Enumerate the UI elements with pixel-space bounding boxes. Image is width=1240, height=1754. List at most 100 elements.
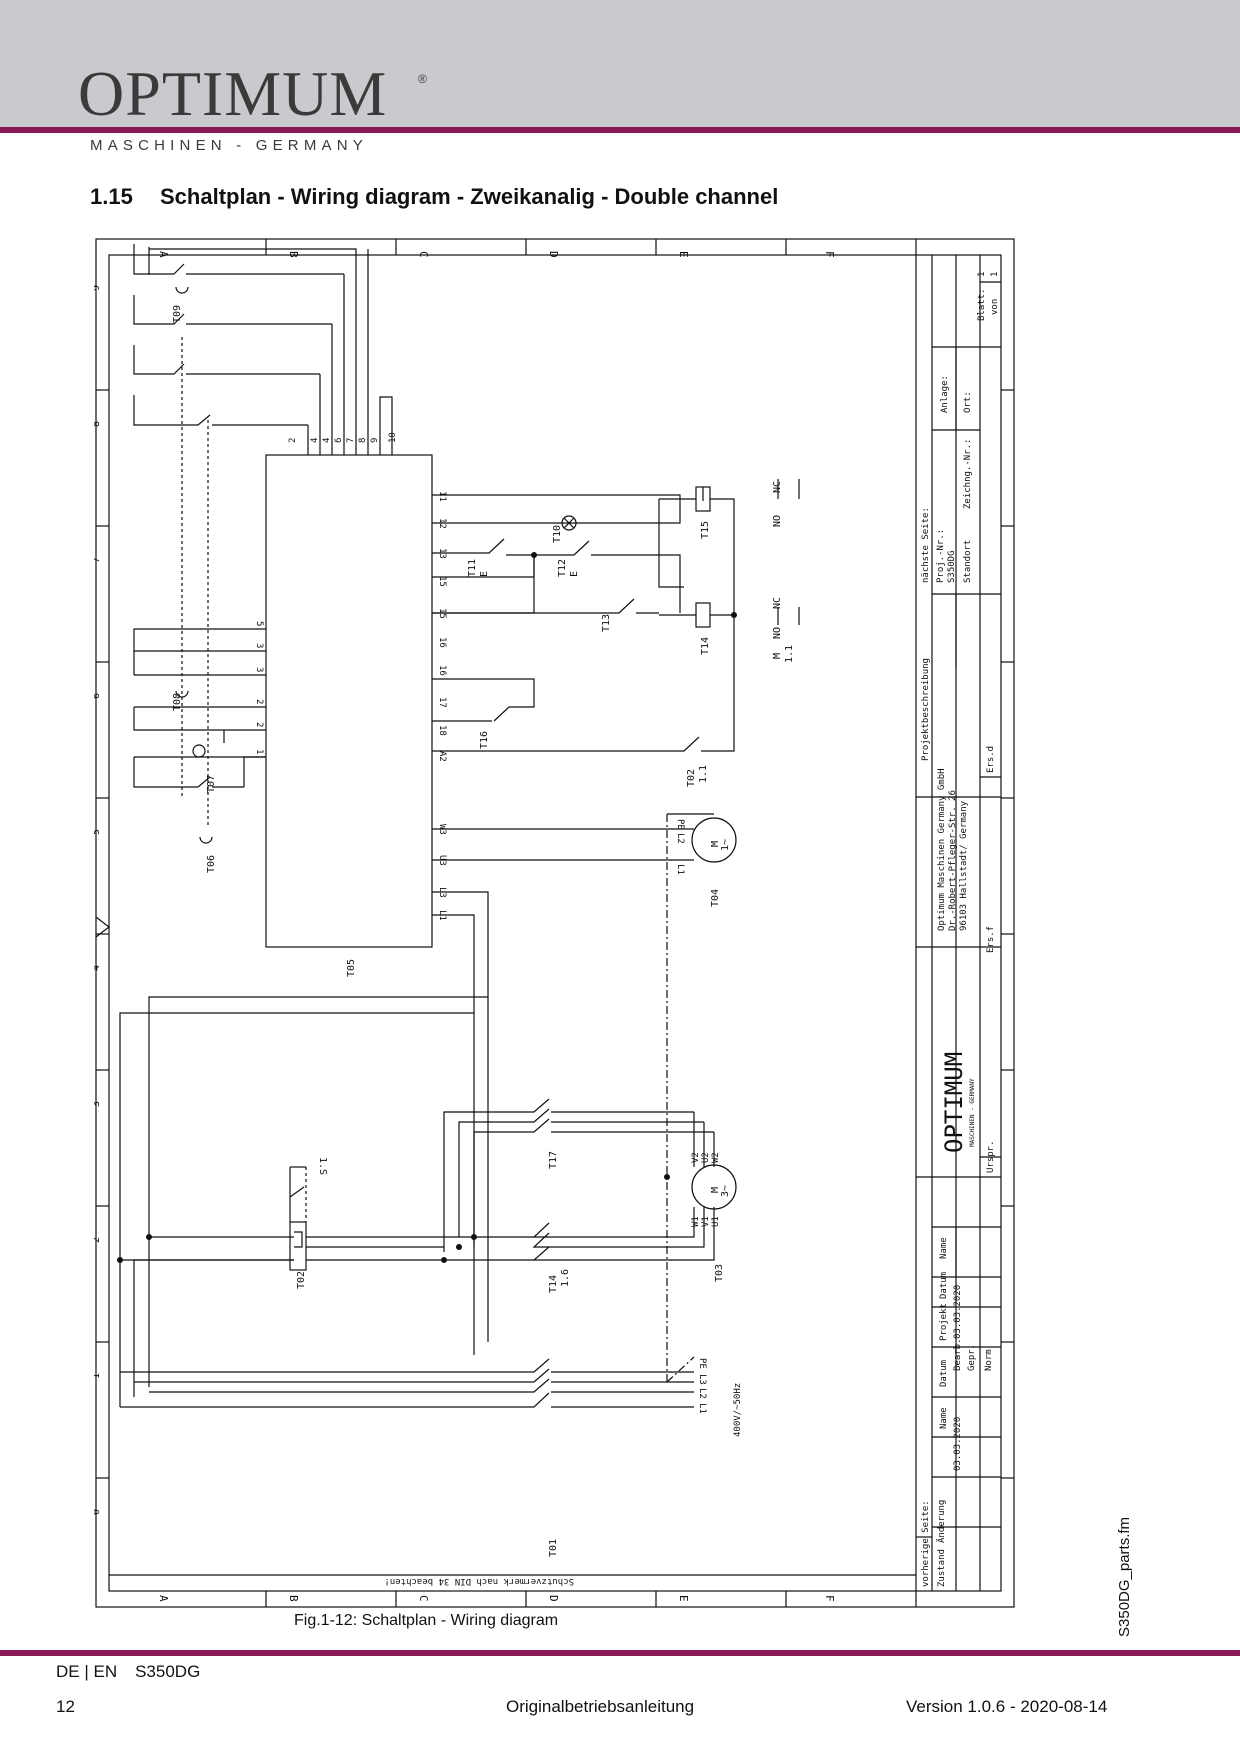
header-band: [0, 0, 1240, 127]
tb-date2: 03.03.2020: [953, 1417, 963, 1471]
source-filename: S350DG_parts.fm: [1116, 1516, 1133, 1637]
motor-terminal: V2: [691, 1152, 701, 1163]
tb-urspr: Urspr.: [986, 1140, 996, 1173]
label-e: E: [569, 571, 580, 577]
label-t1s: 1.S: [317, 1157, 328, 1175]
tb-name1: Name: [939, 1237, 949, 1259]
tb-company-2: Dr.-Robert-Pfleger-Str. 26: [948, 790, 958, 931]
label-no: NO: [772, 515, 783, 527]
terminal-label: 13: [437, 548, 447, 559]
col-letter: C: [417, 1595, 430, 1602]
label-t14-power: T14: [548, 1275, 559, 1293]
wiring-diagram: A B C D E F A B C D E F 9 8 7 6 5 4 3 2 …: [94, 238, 1015, 1608]
tb-date1: 03.03.2020: [953, 1285, 963, 1339]
tb-projekt: Projekt: [939, 1303, 949, 1341]
row-number: 7: [94, 557, 102, 563]
row-number: 4: [94, 965, 102, 971]
tb-projnr-value: S350DG: [947, 550, 957, 583]
col-letter: F: [823, 251, 836, 258]
label-m-single: 1~: [720, 839, 731, 851]
tb-von-value: 1: [990, 272, 1000, 277]
row-number: 3: [94, 1101, 102, 1107]
tb-datum1: Datum: [939, 1272, 949, 1299]
tb-ersd: Ers.d: [986, 746, 996, 773]
label-t03: T03: [714, 1264, 725, 1282]
section-number: 1.15: [90, 184, 133, 209]
tb-ersf: Ers.f: [986, 926, 996, 953]
tb-company-1: Optimum Maschinen Germany GmbH: [937, 768, 947, 931]
tb-zustand: Zustand: [937, 1549, 947, 1587]
col-letter: F: [823, 1595, 836, 1602]
terminal-label: 1: [254, 749, 264, 754]
terminal-label: 17: [437, 697, 447, 708]
col-letter: A: [157, 1595, 170, 1602]
protection-note: Schutzvermerk nach DIN 34 beachten!: [384, 1576, 574, 1586]
motor-terminal: L2: [675, 833, 685, 844]
tb-anlage: Anlage:: [940, 375, 950, 413]
label-t05: T05: [346, 959, 357, 977]
label-t02-ref: 1.1: [698, 765, 709, 783]
tb-bearb: Bearb.: [953, 1338, 963, 1371]
tb-standort: Standort: [963, 540, 973, 583]
motor-terminal: L1: [675, 864, 685, 875]
tb-blatt-label: Blatt:: [977, 288, 987, 321]
label-t06: T06: [206, 855, 217, 873]
terminal-label: W3: [437, 824, 447, 835]
motor-terminal: W2: [711, 1152, 721, 1163]
terminal-label: 18: [437, 725, 447, 736]
terminal-label: 2: [288, 438, 298, 443]
terminal-label: 3: [254, 667, 264, 672]
tb-next-page: nächste Seite:: [921, 507, 931, 583]
label-t15: T15: [700, 521, 711, 539]
label-t10: T10: [552, 525, 563, 543]
tb-company-3: 96103 Hallstadt/ Germany: [959, 800, 969, 931]
motor-terminal: PE: [675, 819, 685, 830]
motor-terminal: U1: [711, 1216, 721, 1227]
label-t02: T02: [686, 769, 697, 787]
label-t07: T07: [206, 775, 217, 793]
label-t02-relay: T02: [296, 1271, 307, 1289]
tb-von-label: von: [990, 299, 1000, 315]
row-number: 6: [94, 693, 102, 699]
terminal-label: 16: [437, 637, 447, 648]
terminal-label: 15: [437, 608, 447, 619]
label-m: M: [710, 841, 721, 847]
terminal-label: 5: [254, 621, 264, 626]
col-letter: B: [287, 251, 300, 258]
terminal-label: U3: [437, 855, 447, 866]
tb-logo: OPTIMUM: [940, 1052, 968, 1153]
motor-terminal: V1: [701, 1216, 711, 1227]
brand-logo: OPTIMUM: [78, 58, 388, 129]
tb-norm: Norm: [984, 1349, 994, 1371]
label-t16: T16: [479, 731, 490, 749]
tb-projnr: Proj.-Nr.:: [936, 529, 946, 583]
row-number: 5: [94, 829, 102, 835]
col-letter: A: [157, 251, 170, 258]
mains-terminal: L3: [697, 1374, 707, 1385]
label-t09: T09: [172, 305, 183, 323]
model-label: S350DG: [135, 1662, 201, 1681]
terminal-label: 16: [437, 665, 447, 676]
terminal-label: 6: [334, 438, 344, 443]
label-t14: T14: [700, 637, 711, 655]
tb-prev-page: vorherige Seite:: [921, 1500, 931, 1587]
label-t13: T13: [601, 614, 612, 632]
tb-zeichnung: Zeichng.-Nr.:: [963, 439, 973, 509]
label-t08: T08: [172, 693, 183, 711]
terminal-label: 9: [370, 438, 380, 443]
tb-datum2: Datum: [939, 1360, 949, 1387]
footer-version: Version 1.0.6 - 2020-08-14: [906, 1697, 1108, 1716]
header-rule: [0, 127, 1240, 133]
col-letter: E: [677, 251, 690, 258]
label-no: NO: [772, 627, 783, 639]
motor-terminal: W1: [691, 1216, 701, 1227]
tb-ort: Ort:: [963, 391, 973, 413]
terminal-label: 7: [346, 438, 356, 443]
label-t17: T17: [548, 1151, 559, 1169]
mains-terminal: L2: [697, 1388, 707, 1399]
row-number: 8: [94, 421, 102, 427]
tb-gepr: Gepr.: [967, 1344, 977, 1371]
tb-blatt-value: 1: [977, 272, 987, 277]
terminal-label: 15: [437, 576, 447, 587]
